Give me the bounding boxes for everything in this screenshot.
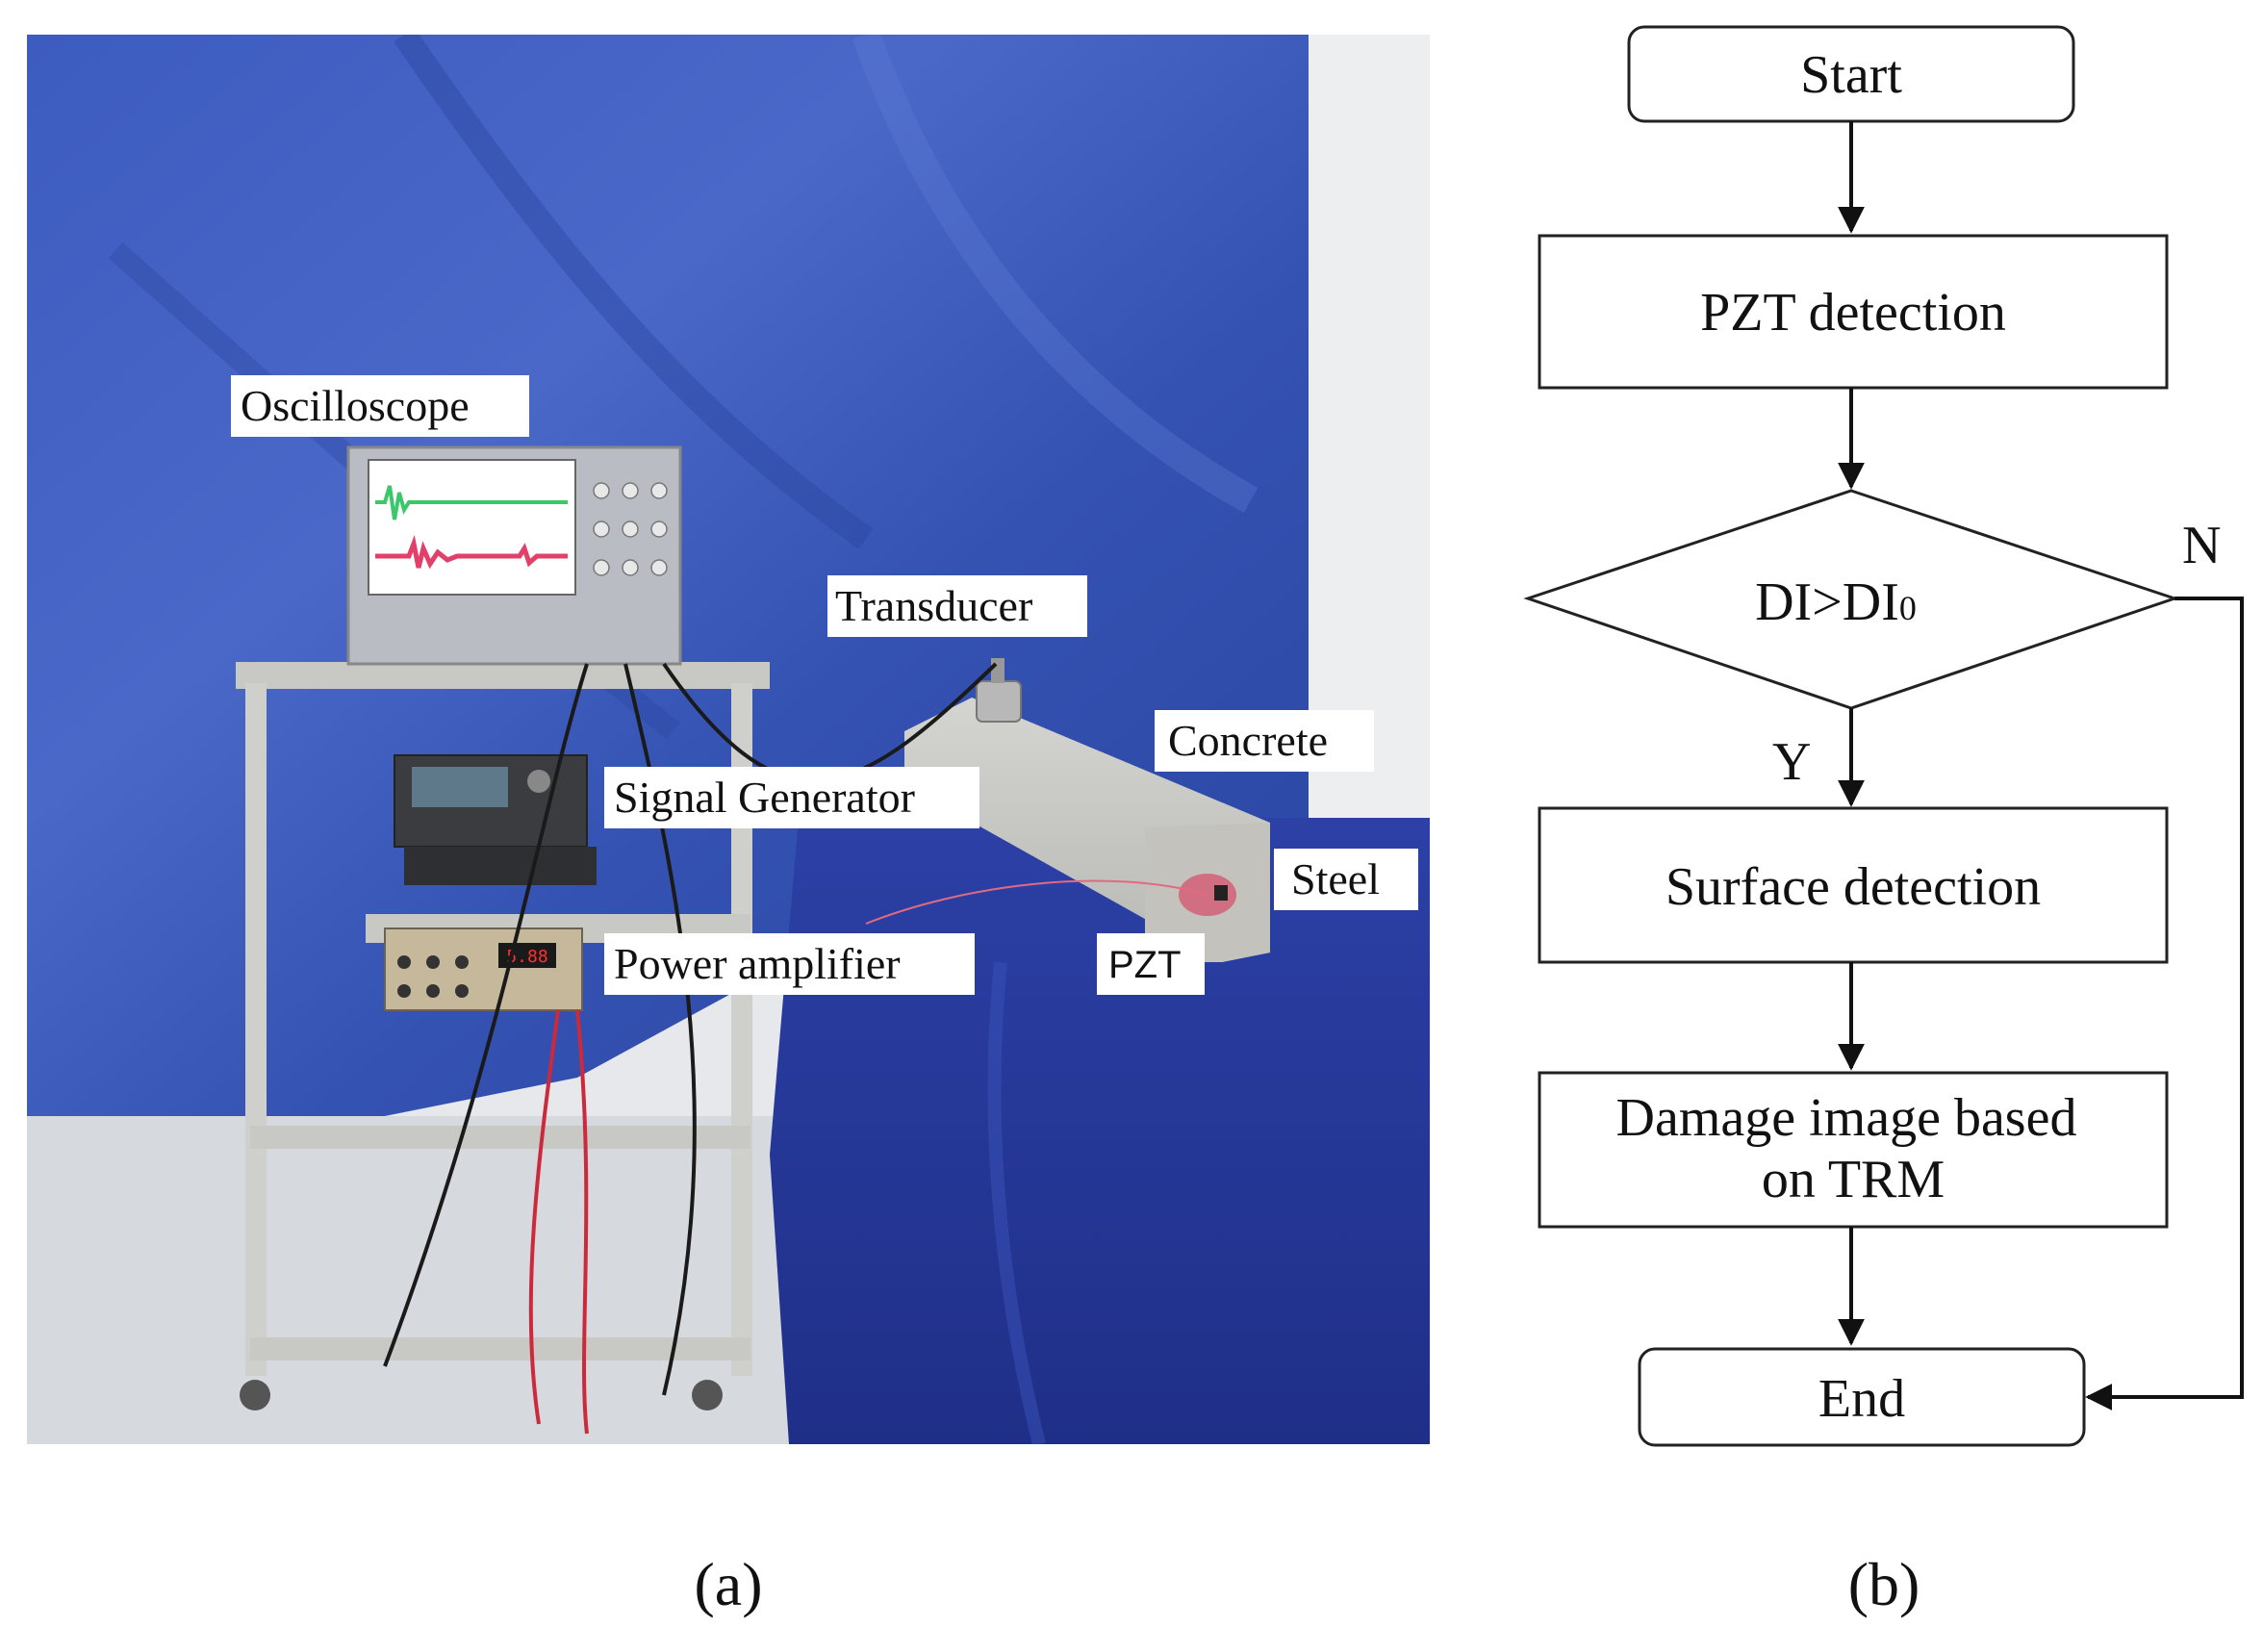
flowchart-damage-line1: Damage image based — [1616, 1088, 2077, 1148]
oscilloscope-knobs — [593, 482, 668, 576]
flowchart-panel: Start PZT detection DI>DI0 N Y Surface d… — [1523, 25, 2244, 1447]
label-concrete-text: Concrete — [1168, 716, 1328, 765]
label-transducer: Transducer — [827, 575, 1087, 637]
caption-b: (b) — [1848, 1550, 1920, 1618]
transducer-device — [976, 658, 1022, 723]
flowchart-surface-detection-node — [1538, 806, 2169, 964]
equipment-cart — [236, 662, 770, 1411]
flowchart-damage-image-text: Damage image based on TRM — [1616, 1088, 2091, 1209]
label-transducer-text: Transducer — [835, 581, 1032, 630]
label-oscilloscope-text: Oscilloscope — [241, 381, 470, 430]
label-signal-generator-text: Signal Generator — [614, 773, 915, 822]
label-concrete: Concrete — [1155, 710, 1374, 772]
photo-panel: 5.88 Oscilloscope Transducer Concrete — [27, 35, 1430, 1444]
curtain-fold — [394, 35, 874, 549]
flowchart-pzt-detection-text: PZT detection — [1700, 283, 2006, 343]
right-wall — [1309, 35, 1430, 843]
oscilloscope-trace-green — [375, 485, 568, 521]
oscilloscope-trace-red — [375, 535, 568, 570]
label-pzt-text: PZT — [1108, 944, 1182, 986]
table-cloth — [770, 818, 1430, 1444]
flowchart-surface-detection-text: Surface detection — [1665, 857, 2041, 917]
oscilloscope-device — [346, 445, 682, 666]
label-signal-generator: Signal Generator — [604, 767, 979, 828]
flowchart-yes-label: Y — [1772, 732, 1811, 792]
amplifier-display-readout: 5.88 — [506, 947, 547, 967]
label-steel-text: Steel — [1291, 854, 1380, 903]
concrete-beam — [904, 698, 1270, 962]
caption-a: (a) — [694, 1550, 762, 1618]
flowchart-end-text: End — [1818, 1369, 1905, 1429]
label-pzt: PZT — [1097, 933, 1205, 995]
flowchart-no-branch-line — [2085, 597, 2244, 1411]
label-power-amplifier: Power amplifier — [604, 933, 975, 995]
curtain-fold — [852, 35, 1259, 514]
flowchart-damage-line2: on TRM — [1762, 1150, 1945, 1209]
label-oscilloscope: Oscilloscope — [231, 375, 529, 437]
label-power-amplifier-text: Power amplifier — [614, 939, 901, 988]
table-cloth-fold — [987, 961, 1046, 1444]
flowchart-damage-image-node — [1538, 1071, 2169, 1229]
flowchart-pzt-detection-node — [1538, 234, 2169, 390]
signal-generator-device — [394, 754, 597, 885]
flowchart-decision-text: DI>DI0 — [1755, 572, 1917, 632]
cables — [383, 662, 1208, 1435]
flowchart-no-label: N — [2182, 516, 2221, 575]
flowchart-end-node — [1638, 1347, 2086, 1447]
label-steel: Steel — [1274, 849, 1418, 910]
blue-curtain — [27, 35, 1342, 1145]
flowchart-start-text: Start — [1800, 45, 1902, 105]
power-amplifier-device: 5.88 — [384, 928, 583, 1011]
